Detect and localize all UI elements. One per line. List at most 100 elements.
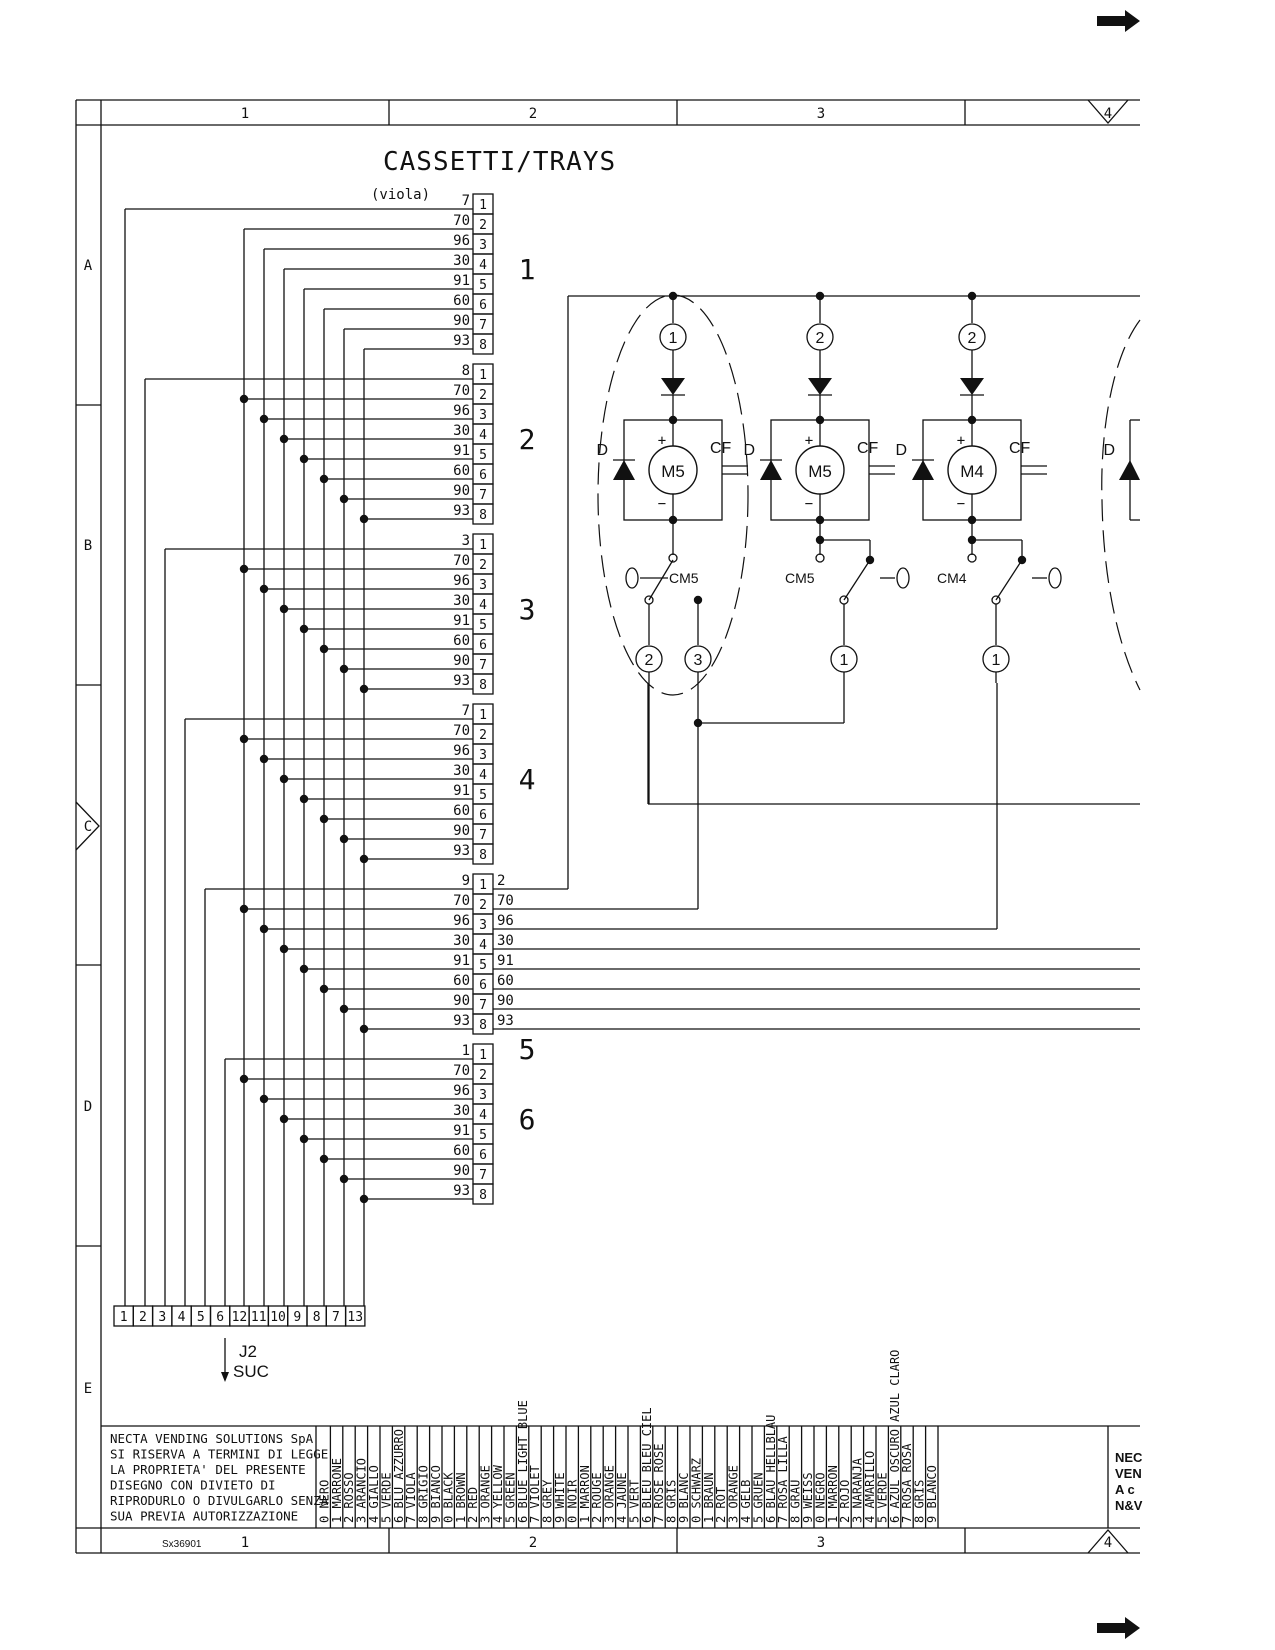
tray-first-code: 3 bbox=[462, 533, 470, 549]
wire-code: 96 bbox=[453, 573, 470, 589]
column-label-top: 4 bbox=[1104, 106, 1112, 122]
minus-sign: − bbox=[805, 496, 813, 512]
color-code-entry: 4 YELLOW bbox=[491, 1464, 505, 1523]
switch-actuator bbox=[1048, 567, 1062, 589]
pin-number: 7 bbox=[479, 318, 487, 333]
color-code-entry: 7 ROSA LILLA bbox=[776, 1436, 790, 1523]
connector-sub: SUC bbox=[233, 1362, 269, 1381]
row-label: D bbox=[84, 1099, 92, 1115]
wire-code: 91 bbox=[453, 953, 470, 969]
wire-code: 70 bbox=[453, 893, 470, 909]
pin-number: 7 bbox=[479, 488, 487, 503]
out-wire-code: 30 bbox=[497, 933, 514, 949]
color-code-entry: 3 NARANJA bbox=[851, 1457, 865, 1523]
diode-label: D bbox=[1103, 442, 1115, 459]
company-side-text: N&V bbox=[1115, 1498, 1143, 1513]
row-label: C bbox=[84, 819, 92, 835]
wire-code: 91 bbox=[453, 443, 470, 459]
wire-code: 93 bbox=[453, 673, 470, 689]
pin-number: 6 bbox=[479, 638, 487, 653]
company-side-text: NEC bbox=[1115, 1450, 1143, 1465]
color-code-entry: 2 ROSSO bbox=[342, 1472, 356, 1523]
next-page-arrow-icon[interactable] bbox=[1097, 10, 1140, 32]
column-label-bottom: 1 bbox=[241, 1535, 249, 1551]
company-side-text: A c bbox=[1115, 1482, 1135, 1497]
wire-code: 70 bbox=[453, 383, 470, 399]
freewheel-diode bbox=[760, 460, 782, 480]
tray-first-code: 1 bbox=[462, 1043, 470, 1059]
node-number: 2 bbox=[816, 330, 825, 347]
tray-number: 3 bbox=[519, 593, 536, 626]
wire-code: 70 bbox=[453, 723, 470, 739]
tray-blocks: (viola)172703964305916607908931182703964… bbox=[125, 187, 536, 1205]
pin-box bbox=[472, 333, 494, 355]
pin-number: 4 bbox=[479, 428, 487, 443]
switch-label: CM5 bbox=[785, 570, 815, 586]
wire-code: 30 bbox=[453, 763, 470, 779]
wiring-harness: 2 70 96 30 91 60 90 93 bbox=[124, 209, 1140, 1306]
color-code-entry: 5 GREEN bbox=[503, 1472, 517, 1523]
wire-code: 90 bbox=[453, 313, 470, 329]
pin-number: 7 bbox=[479, 998, 487, 1013]
color-code-entry: 7 ROSE ROSE bbox=[652, 1444, 666, 1523]
color-code-entry: 9 BLANC bbox=[677, 1472, 691, 1523]
tray-first-code: 7 bbox=[462, 193, 470, 209]
motor-label: M5 bbox=[661, 462, 685, 481]
wire-code: 30 bbox=[453, 593, 470, 609]
wire-code: 93 bbox=[453, 1013, 470, 1029]
column-label-bottom: 2 bbox=[529, 1535, 537, 1551]
pin-number: 1 bbox=[479, 878, 487, 893]
wire-code: 70 bbox=[453, 1063, 470, 1079]
pin-box bbox=[472, 503, 494, 525]
color-code-entry: 6 BLEU BLEU CIEL bbox=[640, 1407, 654, 1523]
tray-first-code: 8 bbox=[462, 363, 470, 379]
tray-number: 1 bbox=[519, 253, 536, 286]
color-code-entry: 6 BLAU HELLBLAU bbox=[764, 1415, 778, 1523]
wire-code: 96 bbox=[453, 1083, 470, 1099]
wire-code: 90 bbox=[453, 653, 470, 669]
wire-code: 60 bbox=[453, 633, 470, 649]
diode-label: D bbox=[743, 442, 755, 459]
node-number: 1 bbox=[992, 652, 1001, 669]
color-code-entry: 8 GRIGIO bbox=[417, 1465, 431, 1523]
switch-contact bbox=[815, 553, 825, 563]
freewheel-diode bbox=[912, 460, 934, 480]
node-number: 2 bbox=[968, 330, 977, 347]
out-wire-code: 2 bbox=[497, 873, 505, 889]
color-code-entry: 3 ARANCIO bbox=[355, 1458, 369, 1523]
column-label-top: 3 bbox=[817, 106, 825, 122]
pin-box bbox=[472, 1013, 494, 1035]
header-note: (viola) bbox=[371, 187, 430, 203]
drawing-frame bbox=[75, 99, 1140, 1554]
wire-code: 96 bbox=[453, 913, 470, 929]
wire-code: 90 bbox=[453, 1163, 470, 1179]
wire-code: 91 bbox=[453, 273, 470, 289]
row-label: B bbox=[84, 538, 92, 554]
pin-number: 8 bbox=[479, 848, 487, 863]
pin-number: 6 bbox=[479, 978, 487, 993]
pin-number: 3 bbox=[479, 748, 487, 763]
switch-blade bbox=[648, 559, 674, 601]
next-page-arrow-bottom-icon[interactable] bbox=[1097, 1617, 1140, 1639]
pin-number: 7 bbox=[479, 1168, 487, 1183]
node-number: 2 bbox=[645, 652, 654, 669]
color-code-entry: 1 BRAUN bbox=[702, 1472, 716, 1523]
color-code-entry: 0 NERO bbox=[317, 1480, 331, 1523]
company-text: LA PROPRIETA' DEL PRESENTE bbox=[110, 1462, 306, 1477]
node-number: 3 bbox=[694, 652, 703, 669]
wire-code: 30 bbox=[453, 1103, 470, 1119]
pin-number: 8 bbox=[479, 1018, 487, 1033]
pin-number: 8 bbox=[479, 338, 487, 353]
color-code-entry: 5 VERDE bbox=[379, 1472, 393, 1523]
switch-blade bbox=[843, 559, 871, 601]
connector-pin-number: 3 bbox=[158, 1310, 166, 1325]
color-code-entry: 0 BLACK bbox=[441, 1472, 455, 1523]
pin-number: 3 bbox=[479, 918, 487, 933]
connector-pin-number: 4 bbox=[178, 1310, 186, 1325]
